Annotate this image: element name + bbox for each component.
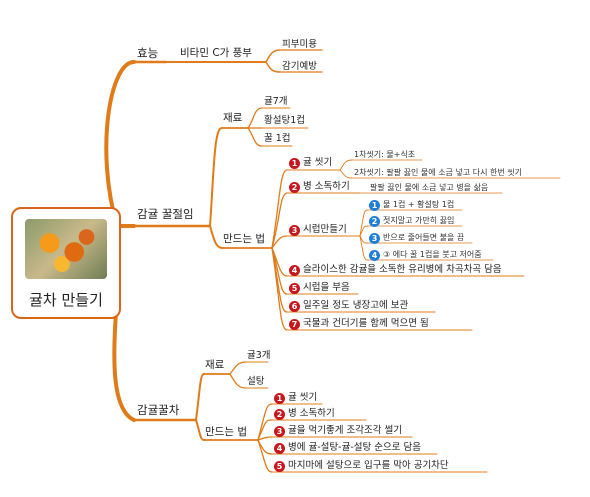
step-badge: 1 (274, 393, 285, 404)
effect-vitamin-c[interactable]: 비타민 C가 풍부 (180, 47, 252, 59)
step-badge: 4 (274, 443, 285, 454)
step-badge: 2 (274, 409, 285, 420)
step-badge: 2 (289, 182, 300, 193)
branch-honey-tea[interactable]: 감귤꿀차 (137, 403, 180, 417)
step-badge: 5 (289, 283, 300, 294)
step-badge: 1 (289, 158, 300, 169)
step-badge: 6 (289, 301, 300, 312)
root-label: 귤차 만들기 (29, 291, 103, 309)
sub-step-badge: 3 (369, 233, 380, 244)
citron-step-2-note[interactable]: 팔팔 끓인 물에 소금 넣고 병을 삶음 (370, 183, 489, 192)
step-badge: 5 (274, 461, 285, 472)
sub-step-badge: 2 (369, 216, 380, 227)
honey-ingredient-2[interactable]: 설탕 (247, 376, 265, 387)
step-badge: 3 (289, 225, 300, 236)
citron-ingredients[interactable]: 재료 (223, 112, 243, 124)
citron-ingredient-1[interactable]: 귤7개 (264, 96, 288, 107)
honey-method[interactable]: 만드는 법 (205, 426, 247, 438)
step-badge: 3 (274, 426, 285, 437)
honey-ingredients[interactable]: 재료 (205, 359, 225, 371)
effect-skin[interactable]: 피부미용 (282, 39, 317, 50)
root-node[interactable]: 귤차 만들기 (11, 207, 121, 319)
step-badge: 7 (289, 319, 300, 330)
sub-step-badge: 4 (369, 250, 380, 261)
orange-tea-photo (25, 219, 107, 279)
citron-step-1-detail-1[interactable]: 1차씻기: 물+식초 (354, 150, 416, 159)
citron-method[interactable]: 만드는 법 (223, 233, 265, 245)
branch-effect[interactable]: 효능 (137, 46, 159, 60)
citron-ingredient-3[interactable]: 꿀 1컵 (264, 133, 291, 144)
citron-ingredient-2[interactable]: 황설탕1컵 (264, 115, 306, 126)
step-badge: 4 (289, 265, 300, 276)
sub-step-badge: 1 (369, 200, 380, 211)
effect-cold[interactable]: 감기예방 (282, 61, 317, 72)
citron-step-1-detail-2[interactable]: 2차씻기: 팔팔 끓인 물에 소금 넣고 다시 한번 씻기 (354, 168, 522, 177)
branch-citron-honey[interactable]: 감귤 꿀절임 (137, 207, 194, 221)
honey-ingredient-1[interactable]: 귤3개 (247, 350, 271, 361)
